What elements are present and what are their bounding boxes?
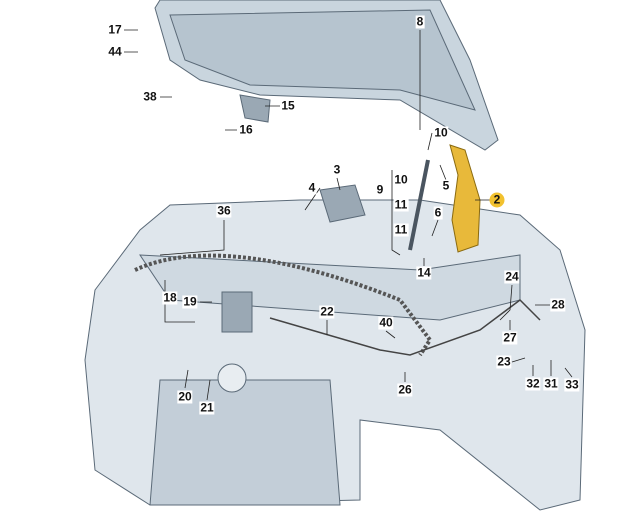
- callout-24: 24: [504, 269, 520, 284]
- callout-10-b: 10: [393, 172, 409, 187]
- callout-6: 6: [433, 205, 443, 220]
- callout-2-highlighted[interactable]: 2: [489, 192, 505, 208]
- callout-5: 5: [441, 178, 451, 193]
- callout-4: 4: [307, 180, 317, 195]
- callout-11: 11: [393, 197, 409, 212]
- callout-26: 26: [397, 382, 413, 397]
- callout-23: 23: [496, 354, 512, 369]
- callout-21: 21: [199, 400, 215, 415]
- lock-seal-36: [134, 253, 433, 357]
- callout-16: 16: [238, 122, 254, 137]
- callout-11-b: 11: [393, 222, 409, 237]
- callout-22: 22: [319, 304, 335, 319]
- callout-44: 44: [107, 44, 123, 59]
- hinge-2: [449, 144, 481, 253]
- bracket-3: [319, 184, 366, 223]
- callout-19: 19: [182, 294, 198, 309]
- callout-33: 33: [564, 377, 580, 392]
- callout-17: 17: [107, 22, 123, 37]
- callout-40: 40: [378, 315, 394, 330]
- bracket-15: [239, 94, 271, 123]
- callout-28: 28: [550, 297, 566, 312]
- callout-9: 9: [375, 182, 385, 197]
- lock-19: [221, 291, 253, 333]
- callout-31: 31: [543, 376, 559, 391]
- callout-27: 27: [502, 330, 518, 345]
- callout-32: 32: [525, 376, 541, 391]
- callout-10: 10: [433, 125, 449, 140]
- callout-36: 36: [216, 203, 232, 218]
- gas-strut: [408, 159, 430, 251]
- radiator-support: [149, 379, 341, 506]
- callout-15: 15: [280, 98, 296, 113]
- callout-18: 18: [162, 290, 178, 305]
- release-cable-22: [269, 299, 541, 356]
- callout-20: 20: [177, 389, 193, 404]
- callout-8: 8: [415, 14, 425, 29]
- callout-38: 38: [142, 89, 158, 104]
- callout-3: 3: [332, 162, 342, 177]
- callout-14: 14: [416, 265, 432, 280]
- leader-lines: [124, 29, 573, 401]
